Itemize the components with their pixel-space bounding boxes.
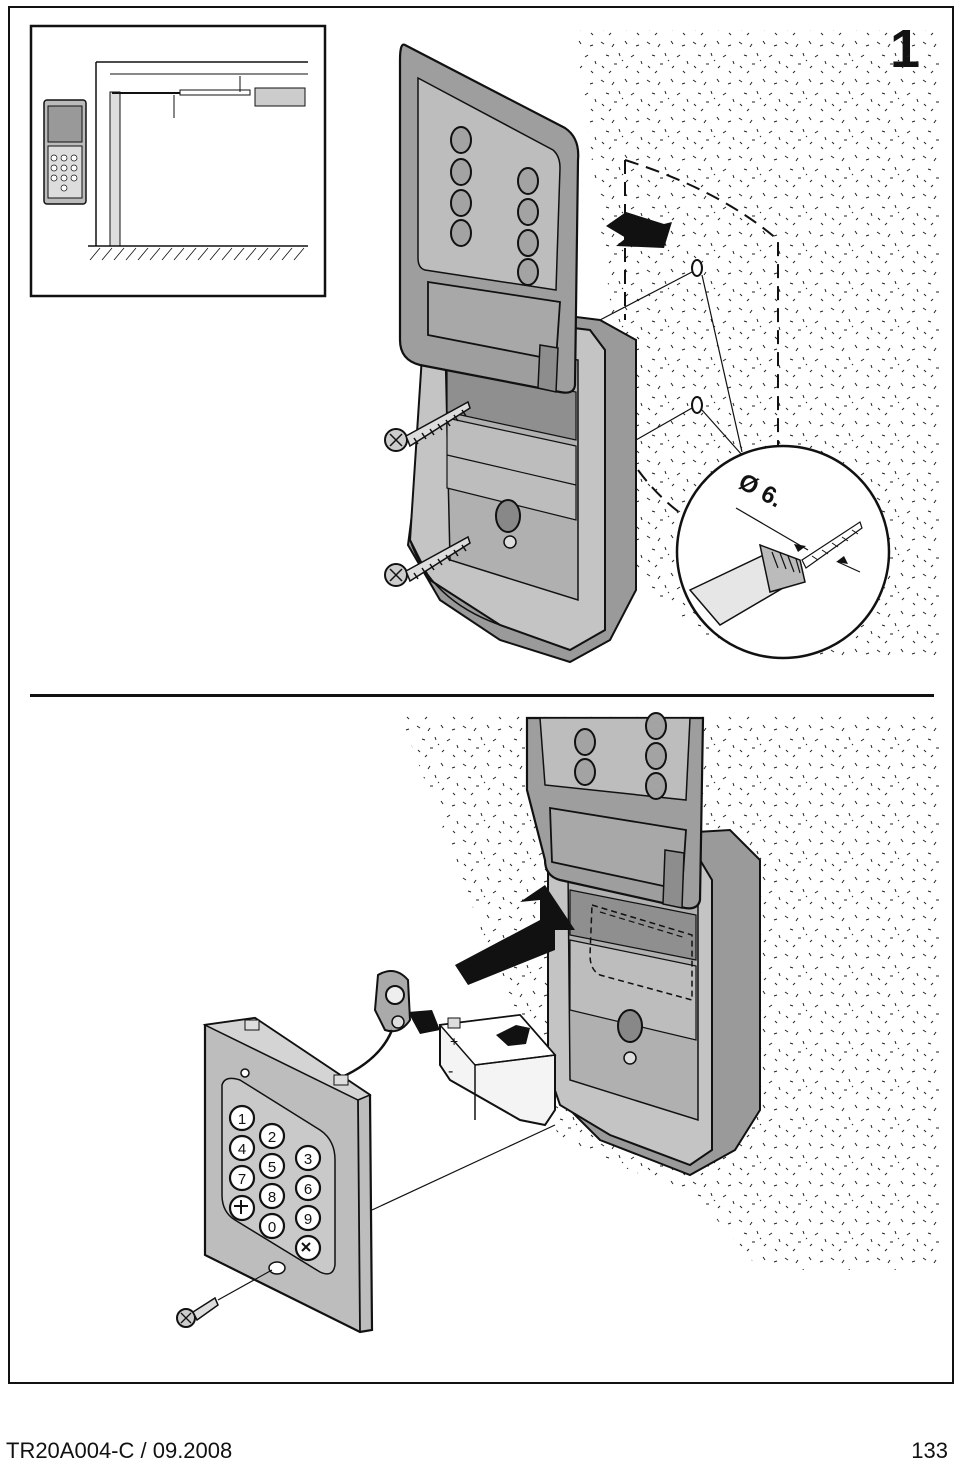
key-0: 0 <box>268 1219 276 1236</box>
drill-hole-bottom <box>691 396 703 414</box>
arrow-icon <box>606 212 672 248</box>
key-4: 4 <box>238 1141 246 1158</box>
key-3: 3 <box>304 1151 312 1168</box>
page-frame <box>8 6 954 1384</box>
section-divider <box>30 694 934 697</box>
page-number: 133 <box>911 1438 948 1463</box>
mounting-outline <box>624 159 779 445</box>
arrow-icon <box>408 1010 440 1034</box>
key-icon <box>301 1242 311 1252</box>
arrow-icon <box>496 1025 530 1046</box>
screw-icon <box>384 400 471 452</box>
battery-minus: - <box>448 1063 453 1080</box>
keypad-panel: 1 2 3 4 5 6 7 8 9 0 <box>202 1016 374 1334</box>
key-2: 2 <box>268 1129 276 1146</box>
key-1: 1 <box>238 1111 246 1128</box>
key-5: 5 <box>268 1159 276 1176</box>
key-6: 6 <box>304 1181 312 1198</box>
battery-connector <box>339 970 412 1080</box>
drill-hole-top <box>691 259 703 277</box>
key-7: 7 <box>238 1171 246 1188</box>
key-9: 9 <box>304 1211 312 1228</box>
arrow-icon <box>455 885 575 985</box>
document-code: TR20A004-C / 09.2008 <box>6 1438 233 1463</box>
housing-base-bottom <box>547 828 761 1177</box>
overview-inset <box>29 24 327 298</box>
housing-base-top <box>406 298 637 664</box>
screw-icon <box>176 1296 219 1328</box>
flip-cover-bottom <box>525 712 705 910</box>
screw-icon <box>384 535 471 587</box>
key-icon <box>234 1200 248 1214</box>
flip-cover-top <box>398 43 580 394</box>
drill-callout: Ø 6. <box>675 444 891 660</box>
battery-plus: + <box>450 1033 458 1049</box>
key-8: 8 <box>268 1189 276 1206</box>
